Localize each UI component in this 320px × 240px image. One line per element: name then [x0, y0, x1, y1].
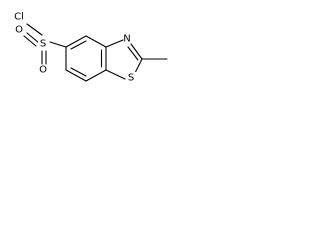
bond-c3a-n — [105, 39, 124, 48]
atom-sulfur-sulfonyl: S — [40, 39, 46, 50]
bond-c7-c6 — [65, 69, 87, 82]
atom-bg-sulfonyl — [38, 38, 48, 50]
bond-inner-c7-c6 — [70, 67, 87, 77]
bond-s-c7a — [105, 69, 126, 80]
bond-inner-c5-c4 — [70, 40, 87, 50]
atom-oxygen-top: O — [15, 25, 23, 36]
bond-s-o-top-a — [26, 32, 40, 44]
atom-sulfur-ring: S — [128, 73, 134, 84]
atom-bg-ring-sulfur — [126, 72, 136, 84]
atom-oxygen-bottom: O — [39, 65, 47, 76]
bond-c2-s — [134, 58, 143, 74]
atom-nitrogen: N — [123, 34, 130, 45]
bond-c4-c3a — [85, 35, 107, 48]
bond-n-c2-b — [127, 46, 139, 61]
bonds — [23, 23, 168, 82]
molecule-diagram: Cl O S O N S — [14, 12, 168, 84]
bond-s-c5 — [49, 41, 67, 48]
bond-c7a-c7 — [85, 69, 107, 82]
bond-c5-c4 — [65, 35, 87, 48]
atom-chlorine: Cl — [14, 12, 24, 23]
bond-cl-s — [26, 23, 43, 36]
atom-labels: Cl O S O N S — [14, 12, 136, 84]
bond-s-o-top-b — [23, 35, 37, 47]
bond-n-c2-a — [130, 43, 143, 60]
